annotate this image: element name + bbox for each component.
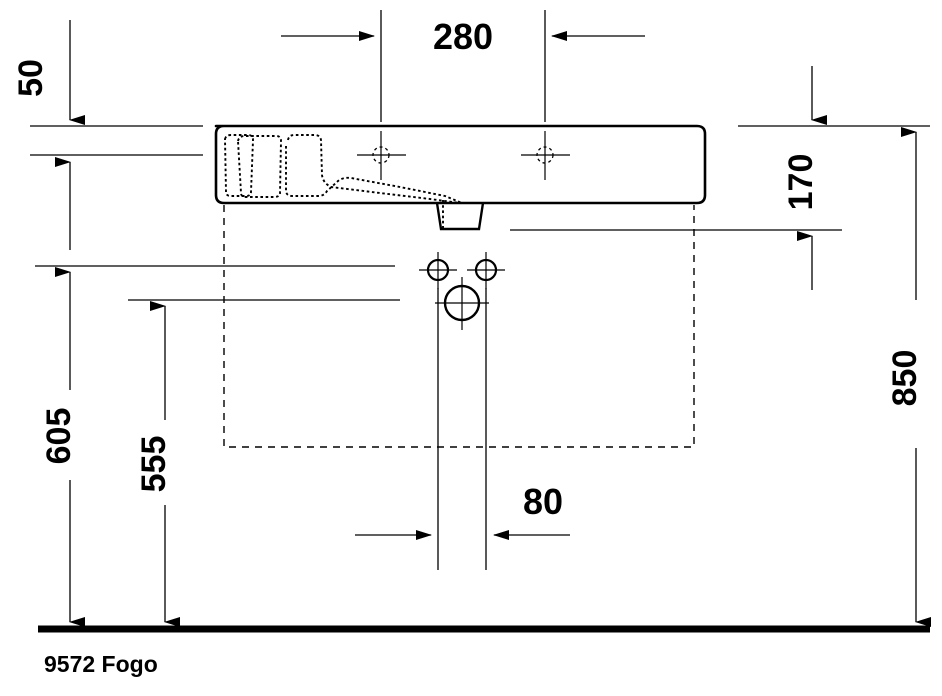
dimension-80: 80 [355,481,570,540]
dimension-280: 280 [281,16,645,57]
drain-trap-outline [435,202,485,231]
dimension-50-label: 50 [12,59,50,97]
basin-body [214,124,707,205]
dimension-280-label: 280 [433,16,493,57]
dimension-605-label: 605 [40,408,78,465]
dimension-850-label: 850 [886,350,924,407]
cabinet-outline [223,205,695,448]
supply-connection-right [467,252,505,289]
waste-connection [435,277,489,330]
faucet-hole-left [357,131,406,180]
supply-connection-left [419,252,457,289]
dimension-80-label: 80 [523,481,563,522]
bowl-recess-outline [224,134,463,228]
extension-lines [30,10,930,570]
dimension-555-label: 555 [135,436,173,493]
dimension-850: 850 [886,127,931,627]
dimension-555: 555 [135,301,180,627]
dimension-170-label: 170 [782,154,820,211]
dimension-170: 170 [782,66,827,290]
faucet-hole-right [521,131,570,180]
dimension-50: 50 [12,20,85,250]
dimension-605: 605 [40,267,85,627]
drawing-caption: 9572 Fogo [44,651,158,677]
